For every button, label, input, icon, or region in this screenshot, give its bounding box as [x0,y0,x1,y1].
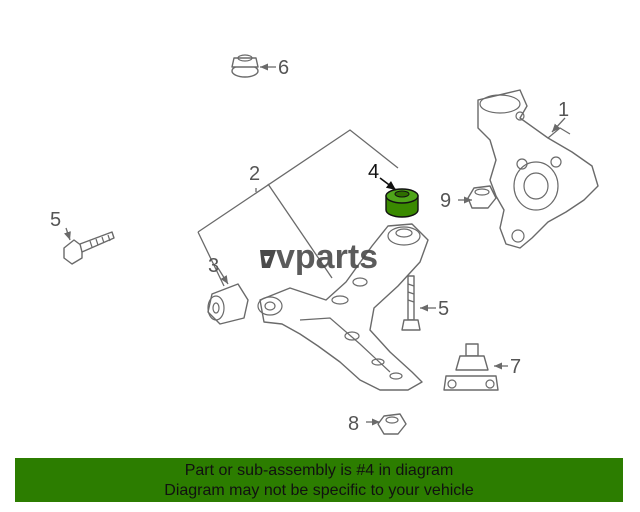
part-4-bushing-highlighted [385,188,419,218]
callout-9: 9 [440,190,451,212]
vparts-watermark-text: vparts [276,238,378,276]
callout-8: 8 [348,413,359,435]
callout-7: 7 [510,356,521,378]
callout-1: 1 [558,99,569,121]
callout-6: 6 [278,57,289,79]
vparts-logo-mark-icon [260,250,276,268]
leader-lines [63,63,566,426]
callout-4-highlighted: 4 [368,161,379,183]
control-arm [257,223,429,391]
callout-labels: 1 2 3 4 5 5 6 7 8 9 [50,57,569,435]
vparts-watermark-logo: vparts [260,238,378,276]
footer-banner: Part or sub-assembly is #4 in diagram Di… [15,458,623,502]
footer-line-1: Part or sub-assembly is #4 in diagram [184,462,454,479]
part-8-nut [377,413,407,435]
part-9-nut [467,185,497,209]
part-5-bolt-left [63,231,115,265]
part-5-bolt-right [401,275,421,331]
part-7-ball-joint [443,343,499,391]
part-1-steering-knuckle [477,89,599,249]
callout-2: 2 [249,163,260,185]
part-3-bushing [207,283,249,325]
part-6-flange-nut [231,54,259,78]
callout-5-right: 5 [438,298,449,320]
footer-line-2: Diagram may not be specific to your vehi… [164,482,474,499]
callout-3: 3 [208,255,219,277]
callout-5-left: 5 [50,209,61,231]
